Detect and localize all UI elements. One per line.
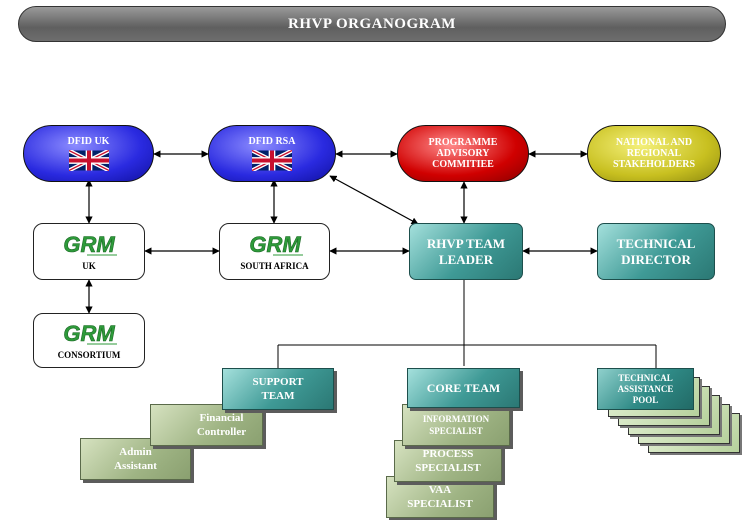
pool-line-1: TECHNICAL — [618, 372, 673, 383]
committee-line-2: ADVISORY — [436, 148, 490, 159]
support-team-node: SUPPORT TEAM — [222, 368, 334, 410]
grm-uk-node: GRM UK — [33, 223, 145, 280]
grm-consortium-label: CONSORTIUM — [57, 350, 121, 360]
team-leader-line-1: RHVP TEAM — [426, 235, 506, 251]
admin-line-1: Admin — [119, 446, 152, 458]
dfid-uk-label: DFID UK — [67, 136, 110, 147]
link-dfidrsa-leader — [329, 175, 419, 225]
process-line-2: SPECIALIST — [415, 462, 481, 474]
support-line-2: TEAM — [261, 390, 295, 402]
support-line-1: SUPPORT — [252, 376, 304, 388]
programme-advisory-committee-node: PROGRAMME ADVISORY COMMITIEE — [397, 125, 529, 182]
committee-line-3: COMMITIEE — [432, 159, 494, 170]
info-line-1: INFORMATION — [422, 414, 490, 424]
grm-logo-icon: GRM — [63, 232, 117, 257]
process-line-1: PROCESS — [422, 448, 474, 460]
tree-lines — [277, 280, 657, 368]
vaa-line-2: SPECIALIST — [407, 498, 473, 510]
union-jack-flag-icon — [68, 150, 109, 171]
vaa-line-1: VAA — [428, 484, 452, 496]
committee-line-1: PROGRAMME — [428, 137, 498, 148]
page-title: RHVP ORGANOGRAM — [18, 6, 726, 42]
pool-line-3: POOL — [632, 394, 659, 405]
information-specialist-node: INFORMATION SPECIALIST — [402, 404, 510, 446]
svg-text:GRM: GRM — [63, 321, 115, 346]
grm-south-africa-node: GRM SOUTH AFRICA — [219, 223, 330, 280]
stakeholders-node: NATIONAL AND REGIONAL STAKEHOLDERS — [587, 125, 721, 182]
svg-text:GRM: GRM — [63, 232, 115, 257]
core-team-node: CORE TEAM — [407, 368, 520, 408]
tech-director-line-2: DIRECTOR — [621, 251, 691, 267]
grm-consortium-node: GRM CONSORTIUM — [33, 313, 145, 368]
admin-line-2: Assistant — [114, 460, 157, 472]
stakeholders-line-1: NATIONAL AND — [615, 137, 693, 148]
fin-line-2: Controller — [196, 426, 247, 438]
grm-logo-icon: GRM — [249, 232, 303, 257]
info-line-2: SPECIALIST — [429, 426, 483, 436]
process-specialist-node: PROCESS SPECIALIST — [394, 440, 502, 482]
vaa-specialist-node: VAA SPECIALIST — [386, 476, 494, 518]
team-leader-line-2: LEADER — [438, 251, 494, 267]
pool-line-2: ASSISTANCE — [617, 383, 674, 394]
svg-text:GRM: GRM — [249, 232, 301, 257]
union-jack-flag-icon — [252, 150, 292, 171]
grm-logo-icon: GRM — [63, 321, 117, 346]
technical-assistance-pool-node: TECHNICAL ASSISTANCE POOL — [597, 368, 694, 410]
rhvp-team-leader-node: RHVP TEAM LEADER — [409, 223, 523, 280]
stakeholders-line-3: STAKEHOLDERS — [612, 159, 696, 170]
stakeholders-line-2: REGIONAL — [626, 148, 682, 159]
tech-director-line-1: TECHNICAL — [616, 235, 696, 251]
grm-south-africa-label: SOUTH AFRICA — [240, 261, 309, 271]
technical-director-node: TECHNICAL DIRECTOR — [597, 223, 715, 280]
financial-controller-node: Financial Controller — [150, 404, 263, 446]
dfid-rsa-node: DFID RSA — [208, 125, 336, 182]
fin-line-1: Financial — [199, 412, 244, 424]
dfid-uk-node: DFID UK — [23, 125, 154, 182]
dfid-rsa-label: DFID RSA — [248, 136, 296, 147]
grm-uk-label: UK — [82, 261, 96, 271]
